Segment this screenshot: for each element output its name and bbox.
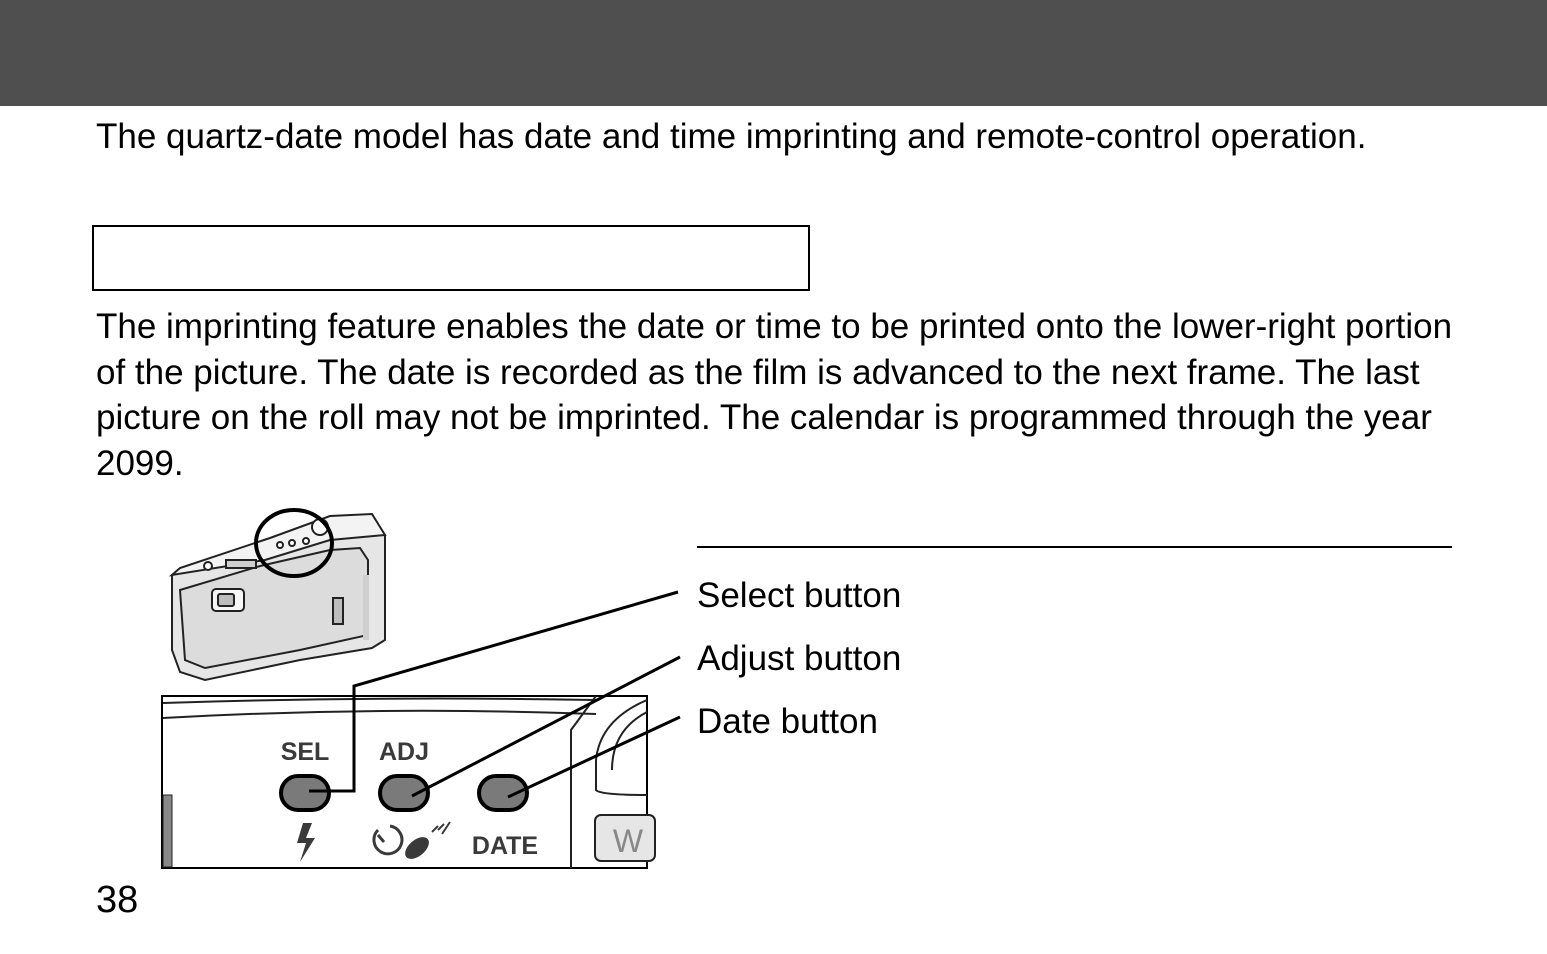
callout-adjust-button: Adjust button: [697, 639, 902, 678]
date-button[interactable]: [477, 774, 529, 812]
button-closeup-panel: SEL ADJ DATE W: [161, 695, 656, 869]
section-heading-box: [92, 225, 810, 291]
adjust-button[interactable]: [378, 774, 430, 812]
adj-label: ADJ: [379, 738, 429, 766]
imprinting-paragraph: The imprinting feature enables the date …: [96, 307, 1453, 483]
date-label: DATE: [472, 832, 538, 860]
page-number: 38: [96, 879, 139, 921]
remote-control-icon: [405, 821, 451, 859]
flash-icon: [297, 823, 315, 862]
select-button[interactable]: [279, 774, 331, 812]
w-label: W: [613, 823, 644, 859]
camera-illustration: [168, 508, 387, 682]
self-timer-icon: [372, 824, 404, 856]
callout-date-button: Date button: [697, 702, 878, 741]
header-bar: [0, 0, 1547, 106]
sel-label: SEL: [281, 738, 330, 766]
callout-leaders: [309, 590, 681, 799]
callout-rule: [697, 546, 1452, 548]
intro-paragraph: The quartz-date model has date and time …: [96, 117, 1367, 156]
callout-select-button: Select button: [697, 576, 902, 615]
